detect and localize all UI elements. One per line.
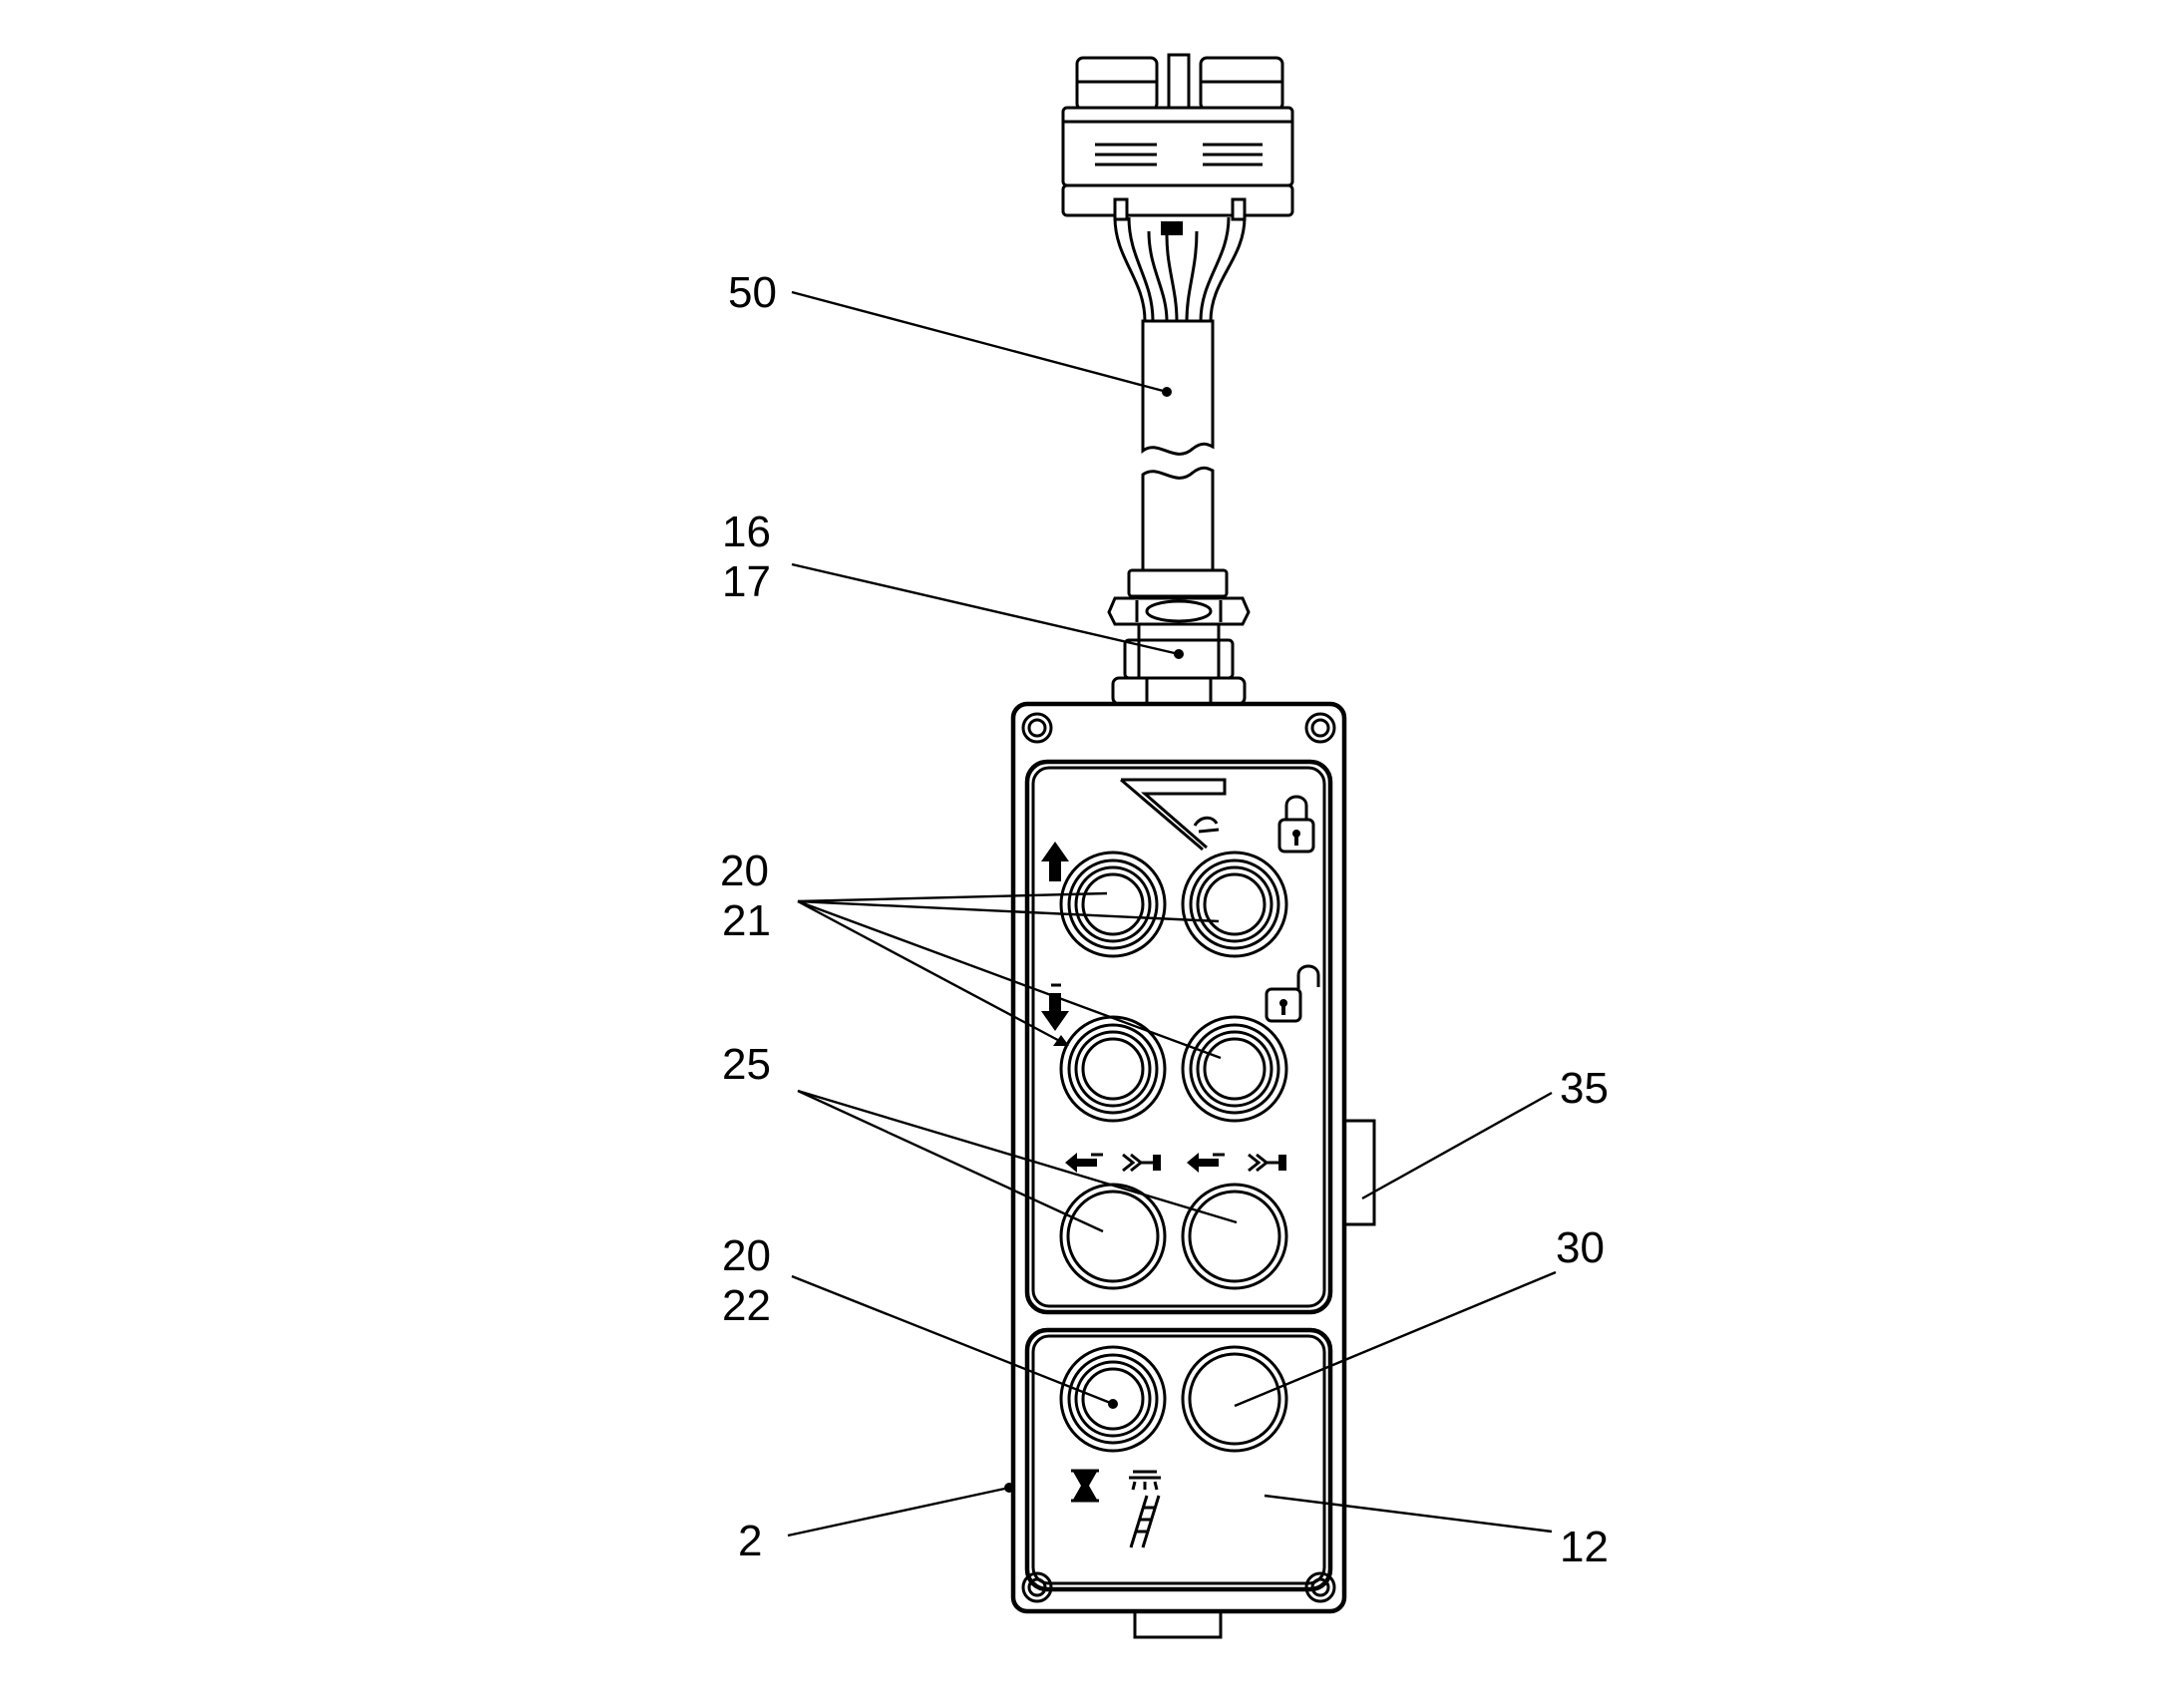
hourglass-icon xyxy=(1071,1469,1099,1503)
push-button[interactable] xyxy=(1181,851,1288,958)
cable xyxy=(1141,319,1215,574)
connector-wires xyxy=(1113,216,1247,322)
callout-30: 30 xyxy=(1556,1223,1605,1272)
callout-12: 12 xyxy=(1560,1523,1609,1571)
lower-panel xyxy=(1024,1327,1333,1592)
callout-17: 17 xyxy=(722,557,771,606)
push-button[interactable] xyxy=(1059,851,1167,958)
callout-20: 20 xyxy=(720,847,769,895)
lock-open-icon xyxy=(1265,964,1320,1023)
leader-lines xyxy=(787,290,1557,1537)
callout-50: 50 xyxy=(728,268,777,317)
arrow-down-icon xyxy=(1041,983,1069,1031)
callout-16: 16 xyxy=(722,508,771,556)
callout-2: 2 xyxy=(738,1517,762,1565)
callout-labels: 50 16 17 20 21 25 35 20 22 30 2 12 xyxy=(720,268,1609,1571)
cable-gland xyxy=(1107,568,1251,706)
callout-35: 35 xyxy=(1560,1064,1609,1113)
callout-22: 22 xyxy=(722,1281,771,1330)
lock-closed-icon xyxy=(1277,795,1315,854)
push-button[interactable] xyxy=(1181,1015,1288,1123)
mounting-hole xyxy=(1304,712,1336,744)
push-button[interactable] xyxy=(1059,1345,1167,1453)
arrow-up-icon xyxy=(1041,842,1069,881)
connector-plug xyxy=(1061,53,1294,235)
callout-20-lower: 20 xyxy=(722,1231,771,1280)
retract-arrow-icon xyxy=(1065,1153,1103,1173)
callout-21: 21 xyxy=(722,896,771,945)
mounting-hole xyxy=(1021,712,1053,744)
upper-panel xyxy=(1024,759,1333,1315)
boom-tilt-icon xyxy=(1120,778,1227,852)
push-button[interactable] xyxy=(1181,1183,1288,1290)
ladder-light-icon xyxy=(1129,1470,1161,1548)
extend-arrow-icon xyxy=(1122,1153,1161,1173)
retract-arrow-icon xyxy=(1187,1153,1225,1173)
extend-arrow-icon xyxy=(1248,1153,1286,1173)
push-button[interactable] xyxy=(1059,1183,1167,1290)
push-button[interactable] xyxy=(1181,1345,1288,1453)
callout-25: 25 xyxy=(722,1040,771,1089)
